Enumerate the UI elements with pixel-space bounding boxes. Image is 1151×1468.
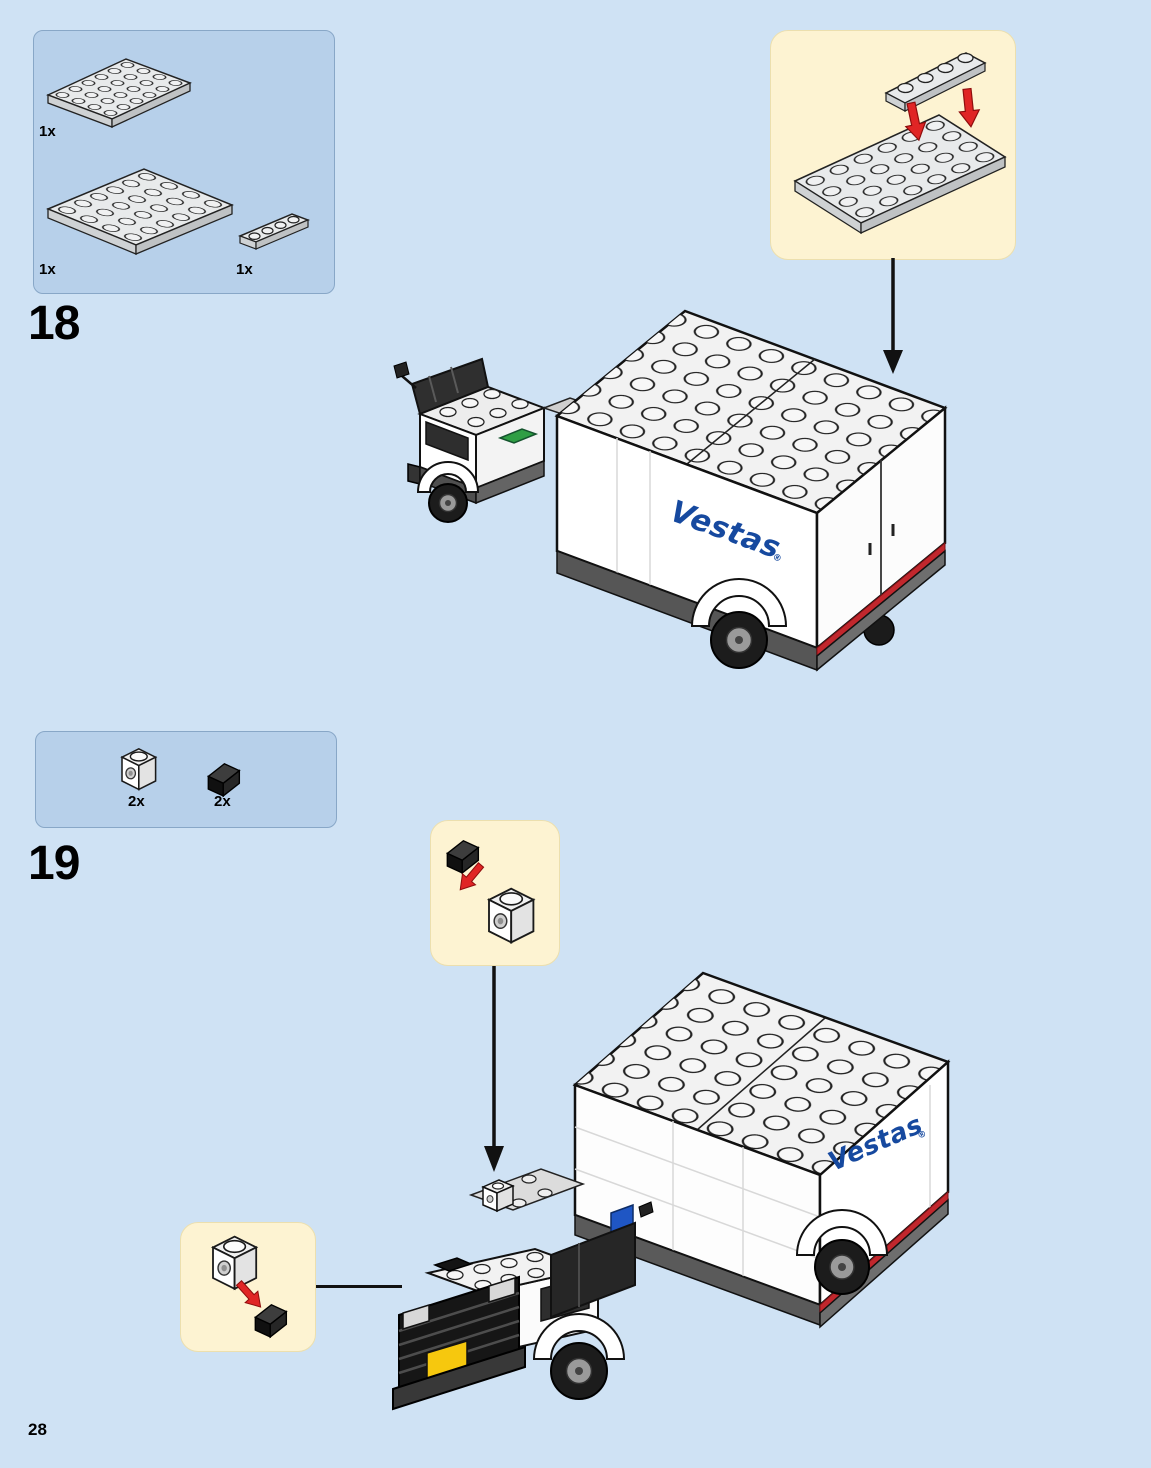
red-arrow-icon: [459, 862, 485, 891]
part-count: 1x: [39, 123, 56, 140]
windshield: [550, 1221, 636, 1319]
callout-19b-graphics: [210, 1235, 288, 1339]
truck-illustration-step-19: Vestas ®: [392, 971, 951, 1411]
parts-box-step-19: 2x 2x: [35, 731, 337, 828]
headlight-brick-icon: [210, 1235, 259, 1291]
truck-illustration-step-18: Vestas ®: [393, 309, 948, 672]
callout-19a-graphics: [445, 839, 536, 944]
headlight-brick-icon: [486, 887, 536, 944]
truck-cab: [392, 1201, 654, 1411]
bumper: [392, 1345, 526, 1411]
mirror-icon: [638, 1201, 654, 1218]
parts-box-19-graphics: [120, 747, 241, 798]
plate-4x6-icon: [793, 114, 1007, 235]
callout-headlight-front-19: [180, 1222, 316, 1352]
green-plate: [497, 428, 539, 444]
truck-cargo-box: Vestas ®: [572, 971, 951, 1329]
parts-box-18-graphics: [46, 58, 311, 255]
plate-1x4-icon: [884, 52, 987, 112]
headlight-brick-placed: [481, 1179, 515, 1213]
front-fender: [532, 1313, 626, 1360]
part-count: 1x: [39, 261, 56, 278]
slope-brick-icon: [206, 762, 241, 798]
leader-line-19: [316, 1285, 402, 1288]
part-count: 1x: [236, 261, 253, 278]
assembly-arrow-18: [883, 258, 903, 374]
assembly-arrow-19: [484, 966, 504, 1172]
headlight-right: [488, 1276, 516, 1304]
callout-headlight-slope-19: [430, 820, 560, 966]
part-count: 2x: [214, 793, 231, 810]
rear-fender: [690, 578, 788, 627]
step-number-19: 19: [28, 837, 80, 890]
callout-18-graphics: [793, 52, 1007, 235]
headlight-brick-icon: [120, 747, 158, 791]
red-arrow-icon: [235, 1280, 262, 1308]
side-window: [425, 420, 469, 462]
red-arrow-icon: [904, 101, 927, 142]
step-number-18: 18: [28, 297, 80, 350]
red-arrow-icon: [958, 87, 981, 128]
page-number: 28: [28, 1420, 47, 1439]
part-count: 2x: [128, 793, 145, 810]
headlight-left: [402, 1303, 430, 1331]
front-fender: [416, 461, 480, 493]
mirror-icon: [393, 361, 410, 379]
parts-box-step-18: 1x 1x 1x: [33, 30, 335, 294]
truck-cargo-box: Vestas ®: [554, 309, 948, 672]
callout-roof-assembly-18: [770, 30, 1016, 260]
registered-mark: ®: [916, 1129, 928, 1142]
plate-4x6-icon-a: [46, 58, 192, 129]
plate-4x6-icon-b: [46, 168, 234, 255]
rear-fender: [795, 1209, 889, 1256]
registered-mark: ®: [771, 552, 783, 564]
slope-brick-placed: [432, 1257, 474, 1272]
truck-cab: [393, 357, 547, 523]
slope-brick-icon: [253, 1303, 288, 1339]
slope-brick-icon: [445, 839, 480, 875]
plate-1x4-icon: [237, 213, 311, 250]
